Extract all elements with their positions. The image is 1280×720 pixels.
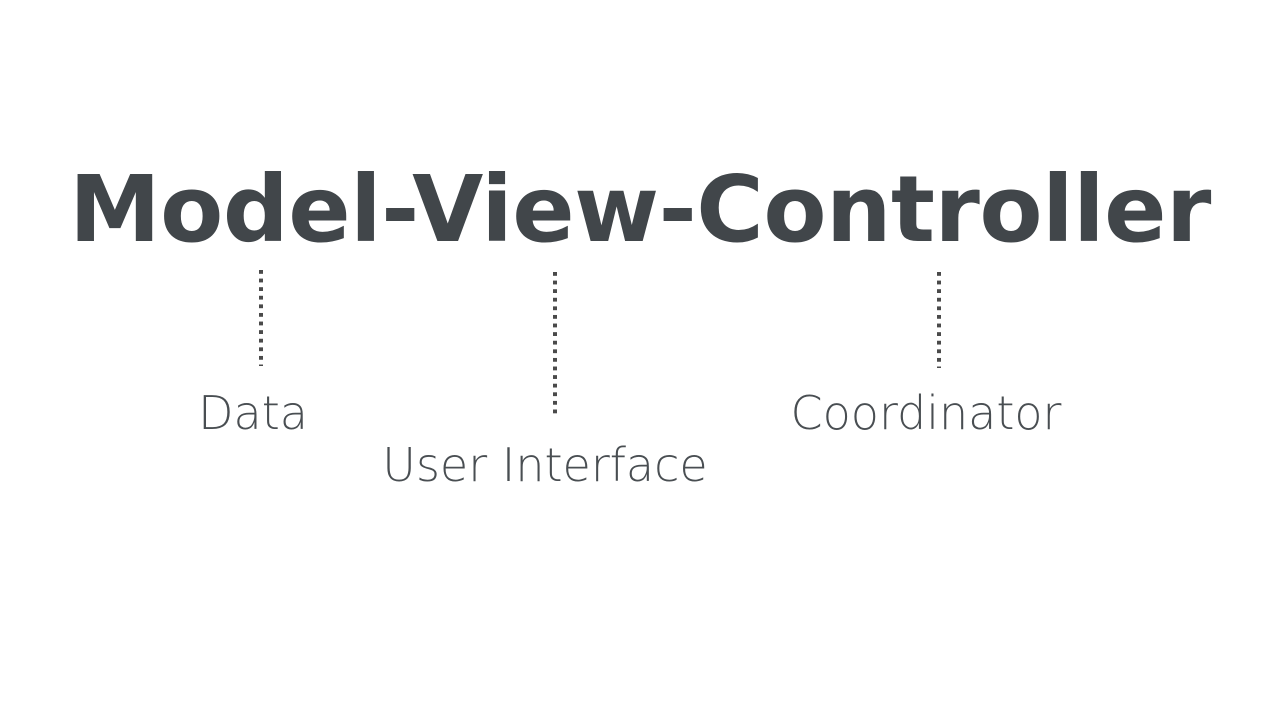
page-title: Model-View-Controller	[69, 156, 1211, 263]
branch-label-view: User Interface	[382, 438, 708, 492]
connector-line-controller	[937, 272, 941, 368]
connector-line-view	[553, 272, 557, 418]
branch-label-model: Data	[198, 386, 308, 440]
connector-line-model	[259, 270, 263, 366]
branch-label-controller: Coordinator	[790, 386, 1062, 440]
